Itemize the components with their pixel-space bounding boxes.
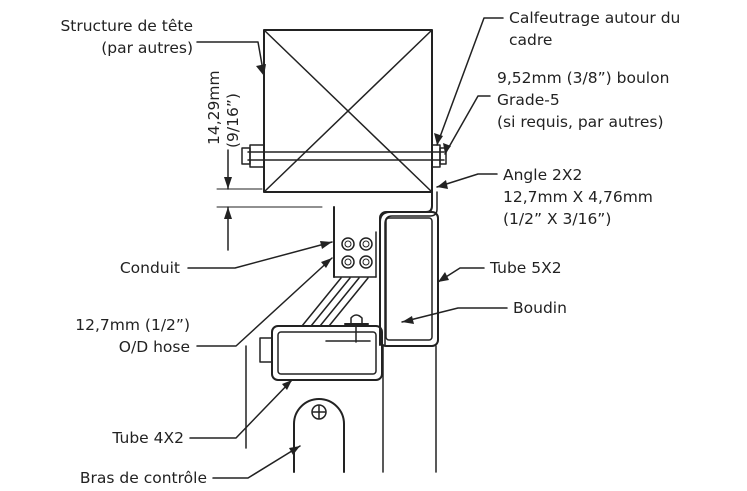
label-angle-1: Angle 2X2 <box>503 166 582 184</box>
label-hose-2: O/D hose <box>119 338 190 356</box>
label-angle-2: 12,7mm X 4,76mm <box>503 188 653 206</box>
dimension-14mm: 14,29mm (9/16”) <box>205 70 323 251</box>
leader-lines <box>187 17 508 479</box>
label-boudin: Boudin <box>513 299 567 317</box>
head-structure <box>263 29 433 193</box>
conduit <box>333 206 377 278</box>
label-bolt-3: (si requis, par autres) <box>497 113 664 131</box>
support-struts <box>301 277 369 327</box>
label-tube-4x2: Tube 4X2 <box>111 429 184 447</box>
label-control-arm: Bras de contrôle <box>80 469 207 487</box>
label-hose-1: 12,7mm (1/2”) <box>75 316 190 334</box>
dimension-label-in: (9/16”) <box>224 93 242 148</box>
bolt <box>241 144 447 168</box>
boudin-seal <box>344 314 369 343</box>
left-labels: Structure de tête (par autres) Conduit 1… <box>60 17 207 487</box>
label-head-structure-2: (par autres) <box>101 39 193 57</box>
label-conduit: Conduit <box>120 259 180 277</box>
label-bolt-2: Grade-5 <box>497 91 560 109</box>
label-bolt-1: 9,52mm (3/8”) boulon <box>497 69 669 87</box>
right-labels: Calfeutrage autour du cadre 9,52mm (3/8”… <box>489 9 680 317</box>
tube-4x2 <box>245 325 383 449</box>
arrowheads <box>256 64 451 455</box>
dimension-label-mm: 14,29mm <box>205 70 223 145</box>
label-angle-3: (1/2” X 3/16”) <box>503 210 611 228</box>
label-caulking-2: cadre <box>509 31 552 49</box>
label-head-structure-1: Structure de tête <box>60 17 193 35</box>
tube-5x2 <box>379 211 439 473</box>
control-arm <box>293 398 345 473</box>
label-tube-5x2: Tube 5X2 <box>489 259 562 277</box>
label-caulking-1: Calfeutrage autour du <box>509 9 680 27</box>
